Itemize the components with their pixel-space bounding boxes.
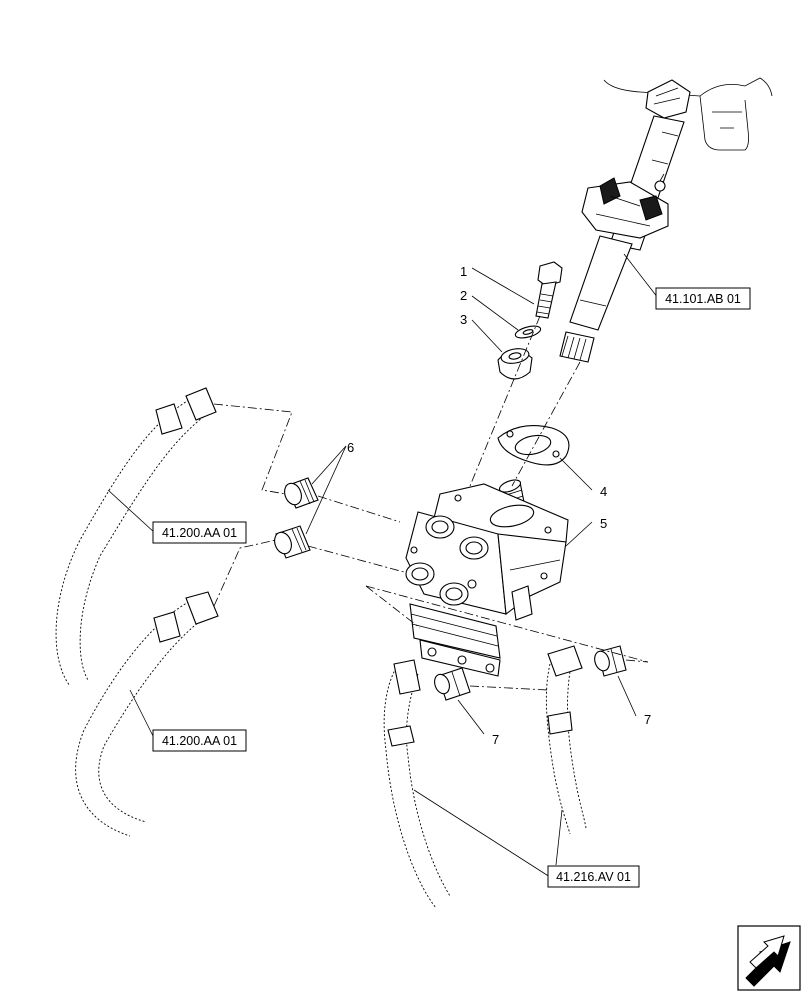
fitting-bottom-left — [434, 667, 471, 701]
reference-steering-column[interactable]: 41.101.AB 01 — [655, 287, 751, 310]
leader-lines — [107, 253, 659, 878]
callout-7-right: 7 — [644, 712, 651, 727]
hose-lower — [75, 591, 219, 837]
callout-6: 6 — [347, 440, 354, 455]
gasket-plate — [497, 425, 570, 466]
hose-bottom-left — [383, 659, 451, 909]
reference-hoses-bottom-label: 41.216.AV 01 — [556, 870, 631, 884]
callouts: 1 2 3 4 5 6 7 7 — [347, 264, 651, 747]
callout-3: 3 — [460, 312, 467, 327]
callout-2: 2 — [460, 288, 467, 303]
steering-unit — [405, 479, 569, 677]
next-page-arrow-icon[interactable] — [737, 925, 801, 991]
bushing — [497, 348, 533, 380]
reference-hose-upper[interactable]: 41.200.AA 01 — [152, 521, 247, 544]
hose-upper — [55, 387, 217, 687]
callout-1: 1 — [460, 264, 467, 279]
reference-hoses-bottom[interactable]: 41.216.AV 01 — [547, 865, 640, 888]
callout-5: 5 — [600, 516, 607, 531]
reference-steering-column-label: 41.101.AB 01 — [665, 292, 741, 306]
reference-hose-lower-label: 41.200.AA 01 — [162, 734, 237, 748]
hose-bottom-right — [545, 645, 587, 835]
assembly-lines — [213, 315, 649, 691]
callout-4: 4 — [600, 484, 607, 499]
reference-hose-upper-label: 41.200.AA 01 — [162, 526, 237, 540]
bolt — [535, 261, 563, 319]
fitting-bottom-right — [594, 645, 627, 677]
reference-hose-lower[interactable]: 41.200.AA 01 — [152, 729, 247, 752]
steering-column — [559, 77, 773, 363]
washer — [514, 325, 542, 339]
callout-7-left: 7 — [492, 732, 499, 747]
fitting-upper — [284, 477, 319, 509]
fitting-lower — [274, 525, 311, 559]
